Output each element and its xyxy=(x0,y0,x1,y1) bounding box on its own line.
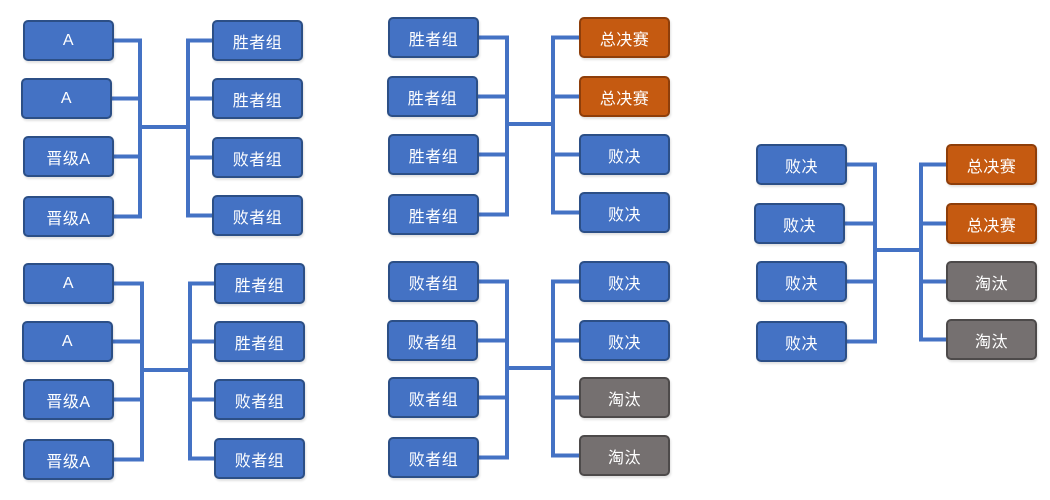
bracket-0-input-node: A xyxy=(21,78,112,119)
bracket-2-input-node: 胜者组 xyxy=(388,134,479,175)
bracket-1-input-node: 晋级A xyxy=(23,439,114,480)
bracket-1-input-node: 晋级A xyxy=(23,379,114,420)
bracket-1-output-node: 胜者组 xyxy=(214,263,305,304)
bracket-4-input-node: 败决 xyxy=(756,261,847,302)
bracket-4-output-node: 淘汰 xyxy=(946,319,1037,360)
bracket-3-output-node: 败决 xyxy=(579,261,670,302)
bracket-1-output-node: 败者组 xyxy=(214,438,305,479)
bracket-3-input-node: 败者组 xyxy=(388,261,479,302)
bracket-2-input-node: 胜者组 xyxy=(388,194,479,235)
bracket-4-input-node: 败决 xyxy=(754,203,845,244)
bracket-2-output-node: 败决 xyxy=(579,134,670,175)
bracket-2-input-node: 胜者组 xyxy=(387,76,478,117)
bracket-4-input-node: 败决 xyxy=(756,321,847,362)
bracket-0-output-node: 胜者组 xyxy=(212,78,303,119)
bracket-1-output-node: 败者组 xyxy=(214,379,305,420)
bracket-2-output-node: 总决赛 xyxy=(579,17,670,58)
bracket-3-input-node: 败者组 xyxy=(388,377,479,418)
bracket-1-input-node: A xyxy=(22,321,113,362)
bracket-4-input-node: 败决 xyxy=(756,144,847,185)
bracket-0-input-node: 晋级A xyxy=(23,136,114,177)
bracket-3-output-node: 败决 xyxy=(579,320,670,361)
bracket-4-output-node: 淘汰 xyxy=(946,261,1037,302)
bracket-3-input-node: 败者组 xyxy=(387,320,478,361)
bracket-4-output-node: 总决赛 xyxy=(946,203,1037,244)
bracket-3-input-node: 败者组 xyxy=(388,437,479,478)
bracket-2-output-node: 败决 xyxy=(579,192,670,233)
bracket-2-output-node: 总决赛 xyxy=(579,76,670,117)
bracket-4-output-node: 总决赛 xyxy=(946,144,1037,185)
bracket-1-output-node: 胜者组 xyxy=(214,321,305,362)
bracket-0-output-node: 败者组 xyxy=(212,137,303,178)
bracket-2-input-node: 胜者组 xyxy=(388,17,479,58)
bracket-0-output-node: 胜者组 xyxy=(212,20,303,61)
bracket-3-output-node: 淘汰 xyxy=(579,435,670,476)
bracket-0-input-node: A xyxy=(23,20,114,61)
bracket-3-output-node: 淘汰 xyxy=(579,377,670,418)
bracket-0-input-node: 晋级A xyxy=(23,196,114,237)
bracket-0-output-node: 败者组 xyxy=(212,195,303,236)
bracket-1-input-node: A xyxy=(23,263,114,304)
